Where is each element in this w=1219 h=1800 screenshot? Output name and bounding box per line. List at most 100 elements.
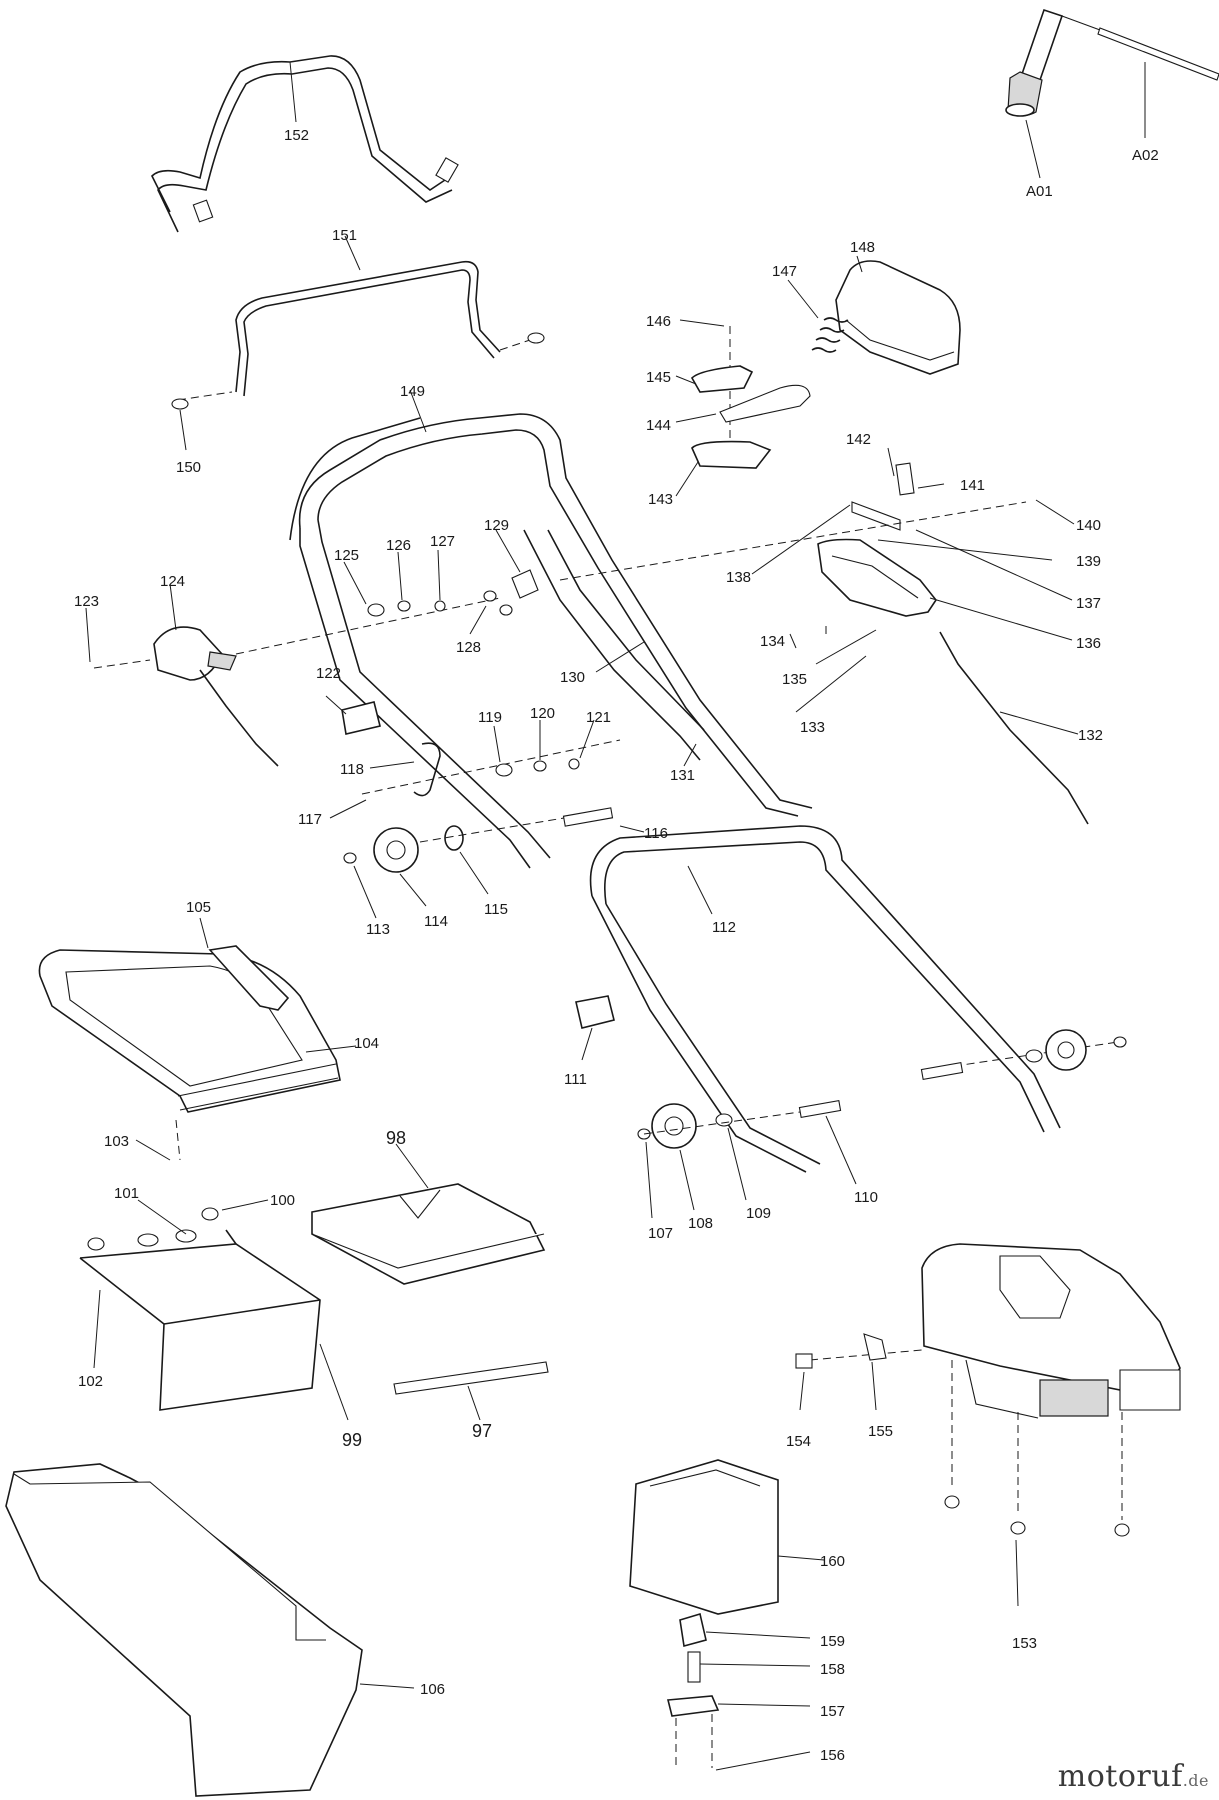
label-113: 113 xyxy=(366,921,390,938)
label-159: 159 xyxy=(820,1633,845,1650)
label-157: 157 xyxy=(820,1703,845,1720)
part-111-bushing xyxy=(575,995,615,1029)
label-109: 109 xyxy=(746,1205,771,1222)
label-107: 107 xyxy=(648,1225,673,1242)
label-143: 143 xyxy=(648,491,673,508)
label-99: 99 xyxy=(342,1430,362,1450)
label-144: 144 xyxy=(646,417,671,434)
label-132: 132 xyxy=(1078,727,1103,744)
part-112-knob-right xyxy=(1045,1029,1087,1071)
label-149: 149 xyxy=(400,383,425,400)
part-99-bag-frame xyxy=(79,1229,321,1411)
part-138-bracket xyxy=(851,501,901,531)
label-141: 141 xyxy=(960,477,985,494)
label-114: 114 xyxy=(424,913,448,930)
part-158-spring xyxy=(687,1651,701,1683)
part-148-cover xyxy=(835,260,961,375)
part-144-plate xyxy=(719,384,811,423)
label-155: 155 xyxy=(868,1423,893,1440)
label-160: 160 xyxy=(820,1553,845,1570)
label-138: 138 xyxy=(726,569,751,586)
label-128: 128 xyxy=(456,639,481,656)
part-114-knob xyxy=(373,827,419,873)
label-129: 129 xyxy=(484,517,509,534)
part-147-spring xyxy=(811,317,849,353)
label-139: 139 xyxy=(1076,553,1101,570)
part-129-clip xyxy=(511,569,539,599)
part-112-lower-handle xyxy=(589,825,1061,1173)
label-136: 136 xyxy=(1076,635,1101,652)
label-118: 118 xyxy=(340,761,364,778)
label-145: 145 xyxy=(646,369,671,386)
part-98-bag-cover xyxy=(311,1183,546,1285)
part-97-rod xyxy=(393,1361,549,1395)
label-100: 100 xyxy=(270,1192,295,1209)
part-A02-rod xyxy=(1097,27,1219,81)
watermark-text: motoruf xyxy=(1057,1759,1183,1794)
part-136-housing xyxy=(817,538,937,617)
label-134: 134 xyxy=(760,633,785,650)
label-156: 156 xyxy=(820,1747,845,1764)
part-108-knob xyxy=(651,1103,697,1149)
label-110: 110 xyxy=(854,1189,878,1206)
label-A01: A01 xyxy=(1026,183,1053,200)
part-149-upper-handle xyxy=(289,413,813,869)
part-142-screw xyxy=(895,462,915,496)
label-A02: A02 xyxy=(1132,147,1159,164)
label-148: 148 xyxy=(850,239,875,256)
part-124-throttle-lever xyxy=(153,626,279,767)
part-159-latch xyxy=(679,1612,707,1648)
label-137: 137 xyxy=(1076,595,1101,612)
part-143-latch xyxy=(691,440,772,469)
watermark-tld: .de xyxy=(1182,1771,1209,1790)
part-105-handle-grip xyxy=(208,945,290,1011)
label-104: 104 xyxy=(354,1035,379,1052)
label-102: 102 xyxy=(78,1373,103,1390)
label-126: 126 xyxy=(386,537,411,554)
label-125: 125 xyxy=(334,547,359,564)
part-122-bushing xyxy=(341,701,381,735)
label-112: 112 xyxy=(712,919,736,936)
watermark-logo: motoruf.de xyxy=(1058,1759,1209,1794)
label-119: 119 xyxy=(478,709,502,726)
label-130: 130 xyxy=(560,669,585,686)
part-labels: 97 98 99 100 101 102 103 104 105 106 107… xyxy=(74,127,1159,1764)
label-151: 151 xyxy=(332,227,357,244)
label-158: 158 xyxy=(820,1661,845,1678)
label-121: 121 xyxy=(586,709,611,726)
part-106-grass-bag xyxy=(5,1463,363,1797)
part-130-cable xyxy=(523,529,705,761)
part-116-bolt xyxy=(562,807,614,827)
label-123: 123 xyxy=(74,593,99,610)
label-152: 152 xyxy=(284,127,309,144)
label-135: 135 xyxy=(782,671,807,688)
label-127: 127 xyxy=(430,533,455,550)
label-98: 98 xyxy=(386,1128,406,1148)
label-117: 117 xyxy=(298,811,322,828)
label-150: 150 xyxy=(176,459,201,476)
label-124: 124 xyxy=(160,573,185,590)
label-133: 133 xyxy=(800,719,825,736)
part-152-bail xyxy=(151,55,459,233)
label-142: 142 xyxy=(846,431,871,448)
part-145-lever xyxy=(691,365,754,393)
label-122: 122 xyxy=(316,665,341,682)
label-116: 116 xyxy=(644,825,668,842)
part-157-bracket xyxy=(666,1695,720,1717)
label-154: 154 xyxy=(786,1433,811,1450)
part-118-spring-pin xyxy=(413,742,441,797)
label-97: 97 xyxy=(472,1421,492,1441)
label-120: 120 xyxy=(530,705,555,722)
part-engine xyxy=(921,1243,1181,1419)
part-104-bag-frame xyxy=(38,949,341,1113)
label-115: 115 xyxy=(484,901,508,918)
part-110-bolt xyxy=(798,1099,842,1119)
label-103: 103 xyxy=(104,1133,129,1150)
label-108: 108 xyxy=(688,1215,713,1232)
label-131: 131 xyxy=(670,767,695,784)
label-147: 147 xyxy=(772,263,797,280)
part-132-cable xyxy=(939,631,1089,825)
label-111: 111 xyxy=(564,1071,587,1088)
